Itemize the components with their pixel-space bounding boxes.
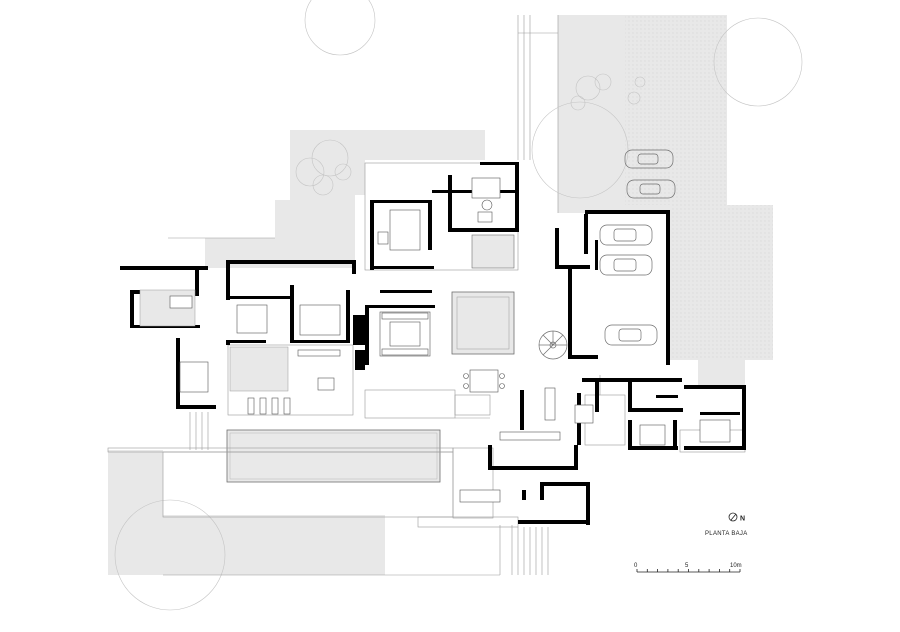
parking-paving-2 [670,205,773,360]
pool-inner [229,432,438,480]
north-arrow-label: N [740,516,745,523]
courtyard [451,291,515,355]
spiral-stair [538,330,568,360]
north-arrow-needle-icon [730,513,737,521]
north-arrow-circle-icon [728,512,738,522]
car [626,179,676,199]
driveway [517,15,559,213]
lightwell [471,234,515,269]
cars [599,149,676,346]
terrain-west-steps [275,130,485,238]
pool [226,429,441,483]
terrain-south-band [163,515,385,575]
car [624,149,674,169]
scale-bar-label-start: 0 [634,563,638,569]
west-garden [229,346,289,392]
north-arrow: N [728,512,745,523]
walls [120,162,746,525]
car [599,254,653,276]
scale-bar-label-mid: 5 [685,563,689,569]
car [599,224,653,246]
car [604,324,658,346]
plan-title: PLANTA BAJA [705,531,748,537]
parking-paving [625,15,727,205]
scale-bar: 0 5 10m [634,563,742,573]
courtyard-inner [456,296,510,350]
scale-bar-label-end: 10m [730,563,742,569]
furniture [169,177,731,503]
